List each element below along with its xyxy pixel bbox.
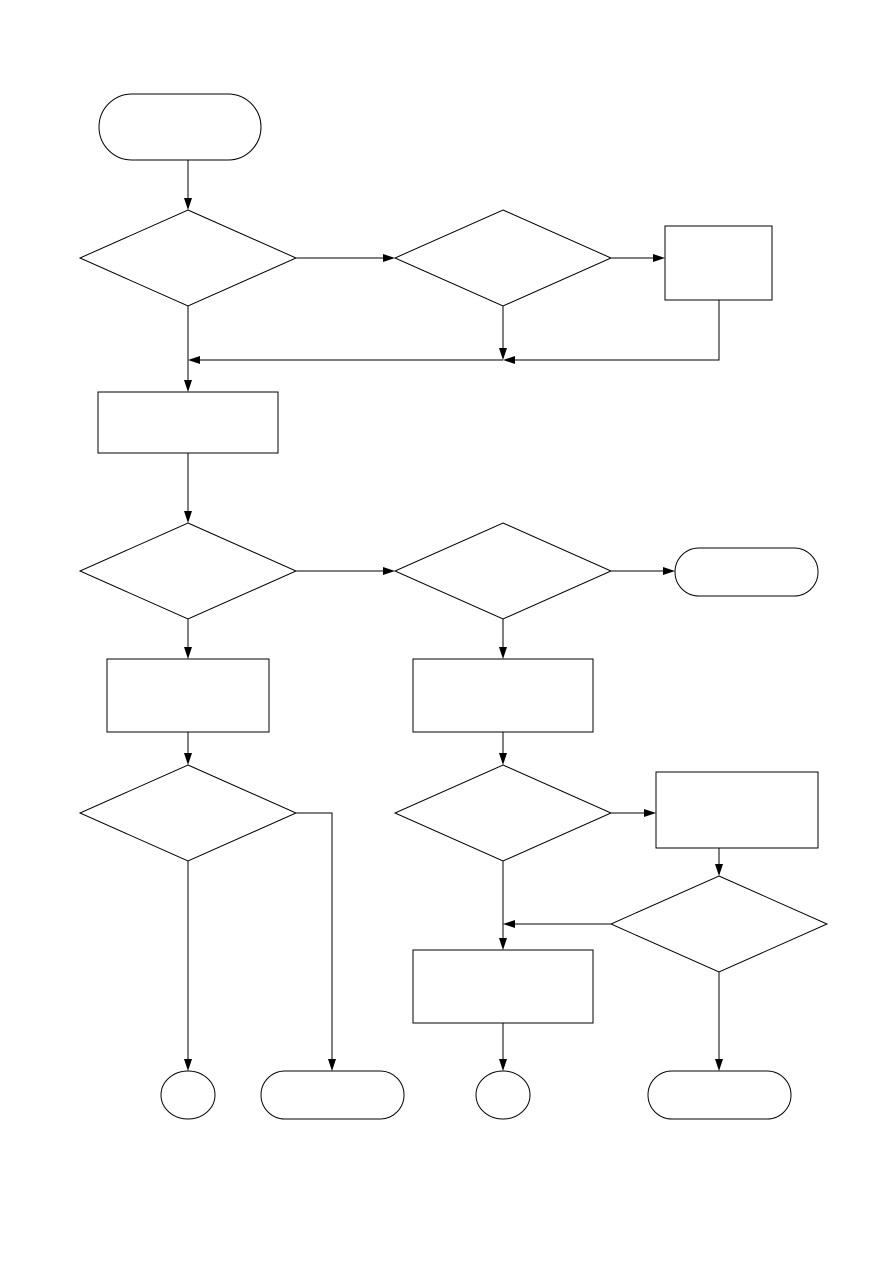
edge-process-1-return (513, 300, 720, 361)
arrowhead (328, 1059, 336, 1071)
process-1 (664, 225, 773, 301)
process-6 (412, 949, 594, 1024)
arrowhead (184, 647, 192, 659)
terminator-3 (647, 1070, 792, 1120)
arrowhead (715, 864, 723, 876)
decision-3 (78, 522, 298, 620)
arrowhead (499, 938, 507, 950)
arrowhead (644, 809, 656, 817)
arrowhead (503, 920, 515, 928)
edge-decision-5-to-terminator-2 (296, 812, 333, 1061)
arrowhead (499, 348, 507, 360)
decision-7 (609, 875, 829, 973)
decision-1 (78, 209, 298, 307)
decision-2 (393, 209, 613, 307)
arrowhead (663, 567, 675, 575)
process-5 (655, 771, 819, 849)
arrowhead (383, 567, 395, 575)
arrowhead (499, 753, 507, 765)
arrowhead (184, 198, 192, 210)
process-3 (106, 658, 270, 733)
connector-2 (475, 1070, 531, 1120)
arrowhead (188, 356, 200, 364)
process-4 (412, 658, 594, 733)
decision-4 (393, 522, 613, 620)
arrowhead (653, 254, 665, 262)
decision-6 (393, 764, 613, 862)
terminator-2 (260, 1070, 405, 1120)
arrowhead (184, 753, 192, 765)
arrowhead (184, 380, 192, 392)
start-terminator (98, 93, 262, 161)
arrowhead (499, 1059, 507, 1071)
decision-5 (78, 764, 298, 862)
arrowhead (503, 356, 515, 364)
arrowhead (184, 1059, 192, 1071)
arrowhead (715, 1059, 723, 1071)
terminator-right (674, 547, 819, 597)
connector-1 (160, 1070, 216, 1120)
arrowhead (184, 511, 192, 523)
arrowhead (383, 254, 395, 262)
process-2 (97, 391, 279, 454)
arrowhead (499, 647, 507, 659)
